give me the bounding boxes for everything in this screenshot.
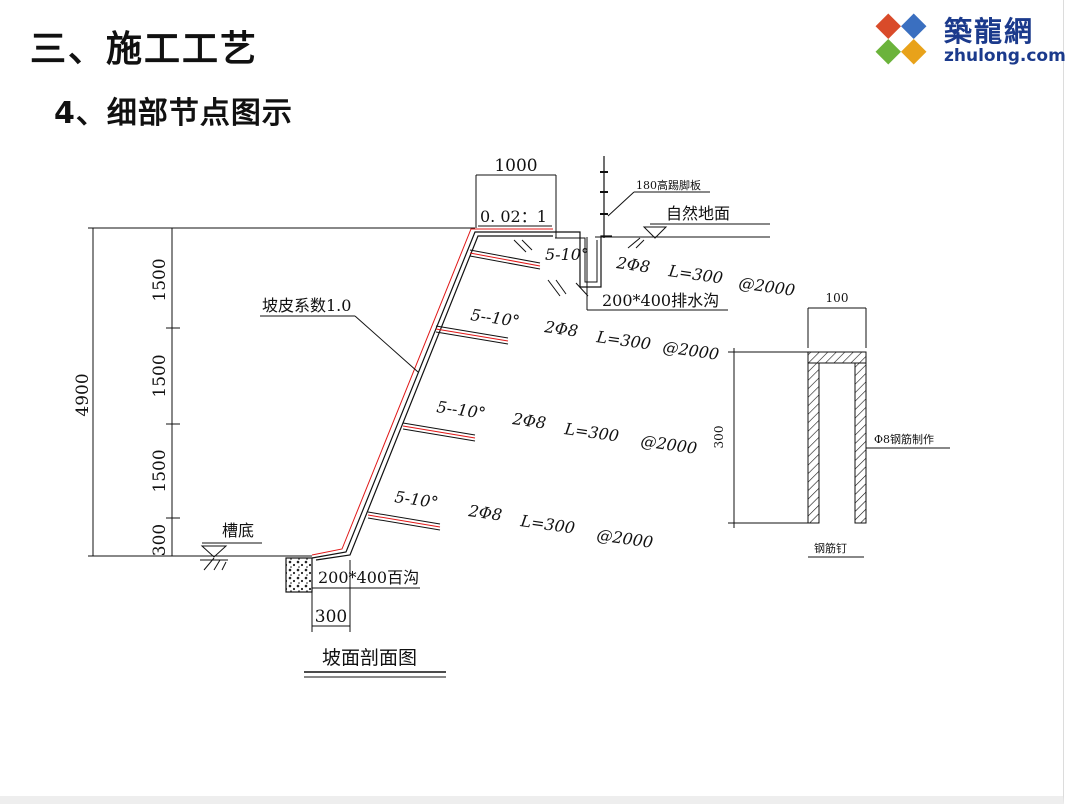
top-slope-label: 0. 02：1 — [480, 207, 547, 226]
section-subtitle: 4、细部节点图示 — [54, 96, 293, 131]
nail-3-spacing: @2000 — [639, 431, 698, 458]
top-drain-label: 200*400排水沟 — [602, 291, 719, 310]
nail-2-spacing: @2000 — [661, 337, 720, 364]
total-height-label: 4900 — [73, 373, 93, 416]
bottom-ditch — [285, 557, 313, 593]
natural-ground-label: 自然地面 — [666, 204, 730, 223]
slope-coef-label: 坡皮系数1.0 — [262, 296, 351, 315]
nail-4-bars: 2Φ8 — [466, 501, 503, 525]
bottom-ditch-label: 200*400百沟 — [318, 568, 419, 587]
nail-1-bars: 2Φ8 — [614, 253, 651, 277]
logo-url: zhulong.com — [944, 46, 1065, 66]
detail-width-label: 100 — [826, 291, 849, 305]
page-title: 三、施工工艺 — [30, 29, 259, 70]
top-drain-angle: 5-10° — [545, 245, 589, 264]
steel-nail-detail: 100 300 Φ8钢筋制作 钢筋钉 — [712, 291, 950, 558]
soil-nails — [367, 249, 541, 531]
height-segment-3: 1500 — [150, 449, 170, 492]
baseboard-label: 180高踢脚板 — [636, 178, 701, 192]
nail-3-angle: 5--10° — [435, 397, 487, 423]
detail-bar-note: Φ8钢筋制作 — [874, 432, 934, 446]
nail-row-2: 5--10° 2Φ8 L=300 @2000 — [469, 305, 720, 364]
nail-1-spacing: @2000 — [737, 273, 796, 300]
bottom-width-label: 300 — [315, 607, 347, 627]
nail-4-spacing: @2000 — [595, 525, 654, 552]
height-segment-2: 1500 — [150, 354, 170, 397]
trench-bottom-label: 槽底 — [222, 521, 254, 540]
nail-4-length: L=300 — [518, 511, 576, 538]
nail-row-4: 5-10° 2Φ8 L=300 @2000 — [393, 487, 654, 552]
logo-name: 築龍網 — [944, 15, 1035, 48]
detail-height-label: 300 — [712, 426, 726, 449]
nail-2-length: L=300 — [594, 327, 652, 354]
zhulong-logo-icon — [875, 13, 927, 65]
nail-1-length: L=300 — [666, 261, 724, 288]
nail-3-bars: 2Φ8 — [510, 409, 547, 433]
detail-name: 钢筋钉 — [814, 541, 847, 555]
top-width-label: 1000 — [494, 156, 537, 176]
section-title: 坡面剖面图 — [322, 647, 417, 669]
height-segment-1: 1500 — [150, 258, 170, 301]
nail-3-length: L=300 — [562, 419, 620, 446]
nail-4-angle: 5-10° — [393, 487, 439, 512]
height-segment-4: 300 — [150, 524, 170, 556]
zhulong-logo[interactable]: 築龍網 zhulong.com — [866, 4, 1065, 74]
nail-row-3: 5--10° 2Φ8 L=300 @2000 — [435, 397, 698, 458]
nail-2-bars: 2Φ8 — [542, 317, 579, 341]
nail-2-angle: 5--10° — [469, 305, 521, 331]
